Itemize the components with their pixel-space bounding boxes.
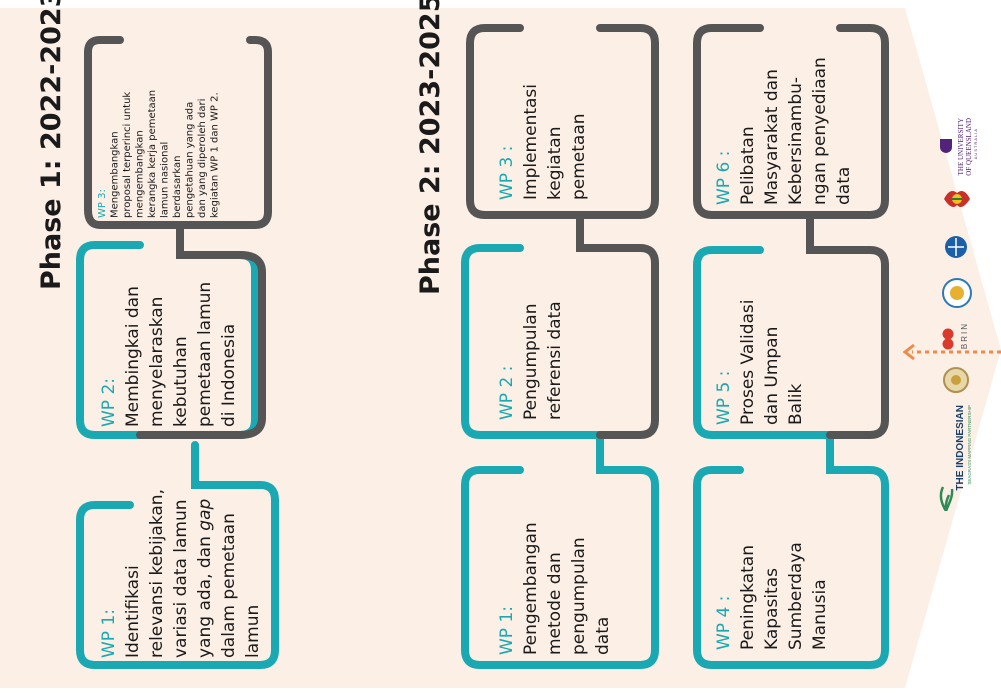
phase2-wp5-box-teal — [693, 246, 834, 439]
phase2-wp5-line: Proses Validasi — [738, 299, 758, 425]
phase2-wp6-line: ngan penyediaan — [810, 57, 830, 205]
phase2-wp1-box — [461, 431, 659, 669]
phase2-wp5-box-dark — [806, 211, 889, 439]
phase2-wp5-text: WP 5 : Proses Validasi dan Umpan Balik — [712, 270, 808, 425]
phase1-wp2-line: Membingkai dan — [123, 286, 143, 427]
phase1-wp3-line: dan yang diperoleh dari — [197, 98, 208, 218]
phase1-wp1-line: relevansi kebijakan, — [147, 489, 167, 658]
ipb-logo-icon — [942, 278, 972, 308]
phase1-wp3-label: WP 3: — [97, 189, 108, 218]
phase2-wp3-line: Implementasi — [521, 83, 541, 200]
phase1-wp2-label: WP 2: — [99, 377, 119, 427]
phase2-wp3-line: kegiatan — [545, 126, 565, 201]
phase2-wp6-line: data — [834, 166, 854, 205]
uq-logo: THE UNIVERSITY OF QUEENSLAND AUSTRALIA — [935, 118, 980, 178]
phase1-wp3-box — [84, 36, 272, 229]
phase2-wp2-box-dark — [576, 211, 659, 439]
phase1-wp3-line: lamun nasional — [159, 141, 171, 218]
phase2-wp4-box — [693, 431, 889, 669]
uq-logo-line1: THE UNIVERSITY — [957, 118, 965, 176]
phase1-wp3-line: kerangka kerja pemetaan — [147, 89, 158, 218]
phase2-wp4-label: WP 4 : — [714, 595, 734, 650]
phase2-wp3-line: pemetaan — [569, 113, 589, 200]
phase2-wp6-text: WP 6 : Pelibatan Masyarakat dan Kebersin… — [712, 40, 856, 205]
phase1-wp3-line: pengetahuan yang ada — [184, 101, 196, 218]
uq-logo-line2: OF QUEENSLAND — [965, 118, 973, 176]
phase2-wp3-label: WP 3 : — [497, 145, 517, 200]
phase2-wp6-label: WP 6 : — [714, 150, 734, 205]
gap-emphasis: gap — [195, 498, 215, 531]
phase1-wp3-line: kegiatan WP 1 dan WP 2. — [209, 92, 221, 218]
arrow-shape-background — [0, 8, 1001, 688]
phase1-wp1-line: lamun — [243, 604, 263, 658]
phase2-wp5-line: dan Umpan — [762, 326, 782, 425]
phase2-wp4-line: Manusia — [810, 579, 830, 650]
dotted-arrow-head — [902, 343, 915, 361]
uq-crest-icon — [940, 139, 952, 153]
phase1-wp3-line: proposal terperinci untuk — [122, 91, 133, 218]
seagrass-logo-title: THE INDONESIAN — [955, 405, 966, 491]
phase1-wp2-line: pemetaan lamun — [195, 281, 215, 427]
phase2-wp2-box — [461, 244, 604, 439]
phase2-wp6-line: Kebersinambu- — [786, 76, 806, 205]
seagrass-icon — [939, 486, 954, 511]
phase1-wp1-box — [76, 441, 279, 669]
phase2-wp4-text: WP 4 : Peningkatan Kapasitas Sumberdaya … — [712, 490, 832, 650]
phase1-wp3-line: berdasarkan — [172, 155, 183, 218]
phase1-wp2-box-dark — [136, 221, 266, 439]
phase1-wp3-line: Mengembangkan — [109, 131, 121, 218]
phase2-title: Phase 2: 2023-2025 — [415, 0, 446, 295]
phase2-wp3-box — [466, 24, 659, 219]
phase1-wp2-line: kebutuhan — [171, 336, 191, 427]
phase1-wp2-text: WP 2: Membingkai dan menyelaraskan kebut… — [97, 262, 241, 427]
phase1-wp1-label: WP 1: — [99, 608, 119, 658]
big-geospatial-logo-icon — [945, 236, 967, 258]
brin-logo-text: BRIN — [960, 322, 969, 350]
phase2-wp5-label: WP 5 : — [714, 370, 734, 425]
phase2-wp1-line: Pengembangan — [521, 522, 541, 655]
phase1-wp2-line: di Indonesia — [219, 323, 239, 427]
phase1-wp2-line: menyelaraskan — [147, 296, 167, 427]
phase1-wp1-line: variasi data lamun — [171, 499, 191, 658]
phase2-wp1-line: metode dan — [545, 552, 565, 655]
phase1-wp1-line: Identifikasi — [123, 565, 143, 658]
phase2-wp6-box — [693, 24, 889, 219]
phase2-wp4-line: Kapasitas — [762, 568, 782, 650]
phase2-wp3-text: WP 3 : Implementasi kegiatan pemetaan — [495, 60, 591, 200]
phase2-wp2-line: Pengumpulan — [521, 303, 541, 421]
phase2-wp6-line: Masyarakat dan — [762, 69, 782, 205]
brin-logo: BRIN — [938, 318, 978, 356]
phase2-wp2-text: WP 2 : Pengumpulan referensi data — [495, 280, 567, 420]
phase2-wp6-line: Pelibatan — [738, 126, 758, 205]
phase2-wp1-line: data — [593, 616, 613, 655]
phase2-wp5-line: Balik — [786, 383, 806, 425]
phase2-wp4-line: Peningkatan — [738, 545, 758, 650]
phase2-wp2-line: referensi data — [545, 301, 565, 420]
seagrass-logo-subtitle: SEAGRASS MAPPING PARTNERSHIP — [967, 405, 972, 485]
phase2-wp1-line: pengumpulan — [569, 537, 589, 655]
phase1-wp3-line: mengembangkan — [134, 130, 146, 218]
brin-emblem-icon — [942, 328, 954, 350]
phase1-wp1-line: yang ada, dan gap — [195, 498, 215, 658]
phase1-wp1-line: dalam pemetaan — [219, 513, 239, 658]
phase2-wp4-line: Sumberdaya — [786, 542, 806, 650]
uq-logo-line3: AUSTRALIA — [973, 128, 978, 160]
seagrass-partnership-logo: THE INDONESIAN SEAGRASS MAPPING PARTNERS… — [935, 405, 975, 515]
phase1-wp1-text: WP 1: Identifikasi relevansi kebijakan, … — [97, 488, 265, 658]
phase2-wp1-label: WP 1: — [497, 605, 517, 655]
garuda-emblem-icon — [944, 191, 970, 207]
phase2-wp1-text: WP 1: Pengembangan metode dan pengumpula… — [495, 480, 615, 655]
phase1-title: Phase 1: 2022-2023 — [36, 0, 67, 290]
phase1-wp3-text: WP 3: Mengembangkan proposal terperinci … — [97, 48, 222, 218]
phase2-wp2-label: WP 2 : — [497, 365, 517, 420]
lipi-emblem-icon — [943, 367, 969, 393]
